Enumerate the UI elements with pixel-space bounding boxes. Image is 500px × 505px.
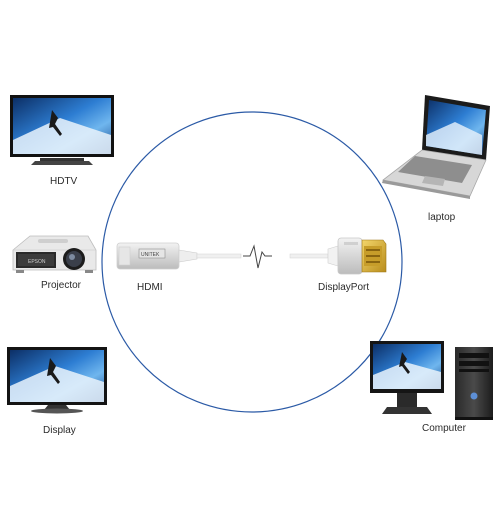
display-label: Display [43,425,76,436]
computer-icon [370,341,493,420]
display-icon [7,347,107,414]
computer-label: Computer [422,423,466,434]
hdmi-adapter: UNITEK [116,242,242,270]
projector-brand: EPSON [28,259,46,265]
hdtv-label: HDTV [50,176,78,187]
projector-label: Projector [41,280,82,291]
laptop-icon [382,95,490,199]
signal-waveform [243,244,272,269]
displayport-label: DisplayPort [318,282,370,293]
projector-icon: EPSON [12,235,97,273]
hdmi-label: HDMI [137,282,163,293]
connection-circle [101,111,403,413]
adapter-brand: UNITEK [141,252,160,258]
displayport-connector [289,237,387,275]
hdtv-icon [10,95,114,165]
laptop-label: laptop [428,212,456,223]
